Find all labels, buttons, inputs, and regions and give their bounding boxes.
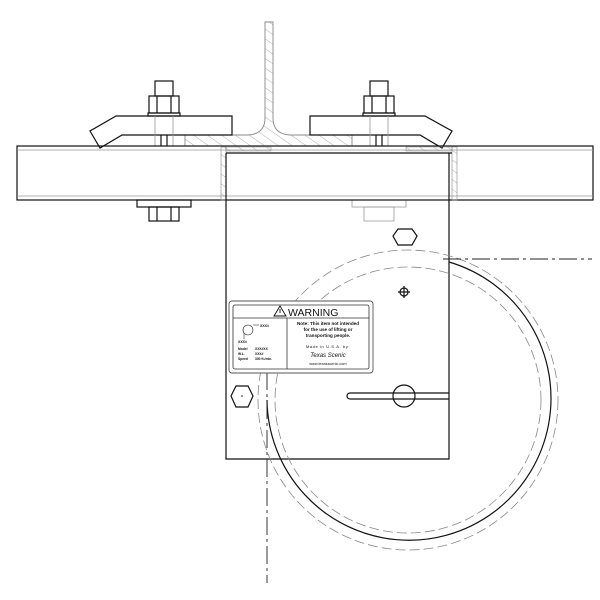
note-line: for the use of lifting or [304,327,353,332]
spec-value: XXX# [255,352,264,356]
spec-key: Speed [238,357,248,361]
axle [392,384,416,408]
spec-key: W.L. [238,352,245,356]
crosshair-mark [398,286,410,298]
beam [16,145,594,201]
hex-nut-top [392,228,418,246]
dim-a: XXX# [260,324,269,328]
spec-value: 300 ft./min. [255,357,272,361]
note-line: Note: This item not intended [297,321,359,326]
note-line: transporting people. [306,333,350,338]
t-bar [184,21,353,147]
spec-value: XXX#XX [255,347,269,351]
body-plate [225,152,452,460]
dim-b: XXX# [238,340,247,344]
made-in: Made in U.S.A. by: [306,344,350,349]
right-bolt [351,80,407,222]
warning-title: WARNING [288,307,338,319]
website: www.texasscenic.com [309,362,346,366]
signature-logo: Texas Scenic [310,353,345,359]
warning-triangle-icon [273,305,287,317]
warning-label: WARNING XXX# XXX# Model XXX#XX W.L. XXX#… [228,300,374,374]
hex-nut-left [230,385,254,408]
left-clamp [89,115,233,149]
spec-key: Model [238,347,248,351]
slot [346,392,449,400]
wheel [257,249,559,551]
